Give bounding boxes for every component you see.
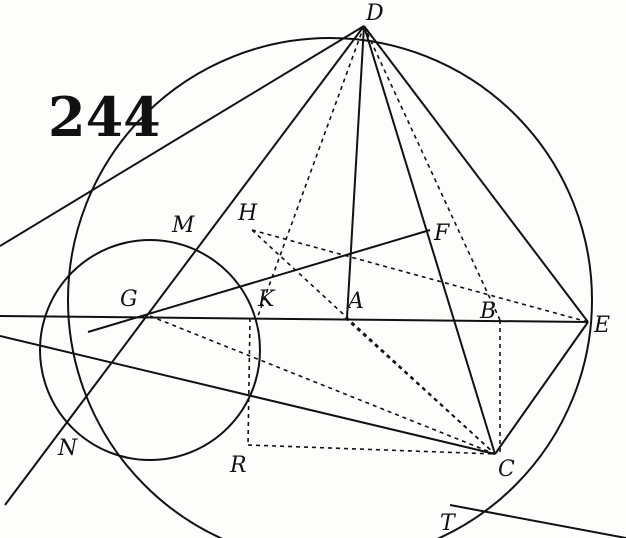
dash-K-R [247,317,251,446]
label-B: B [479,299,496,324]
line-D-A [346,25,365,319]
line-D-G-N [4,25,365,506]
large-circle [67,37,593,538]
line-T [449,504,626,538]
dash-D-K [257,25,365,317]
line-left-C [0,335,496,455]
small-circle [39,239,261,461]
line-G-F [87,229,431,333]
line-diameter [0,315,589,323]
label-D: D [365,1,384,26]
dash-D-B [363,25,501,321]
line-D-C [363,25,496,455]
dash-H-E [251,229,589,323]
label-K: K [257,287,276,312]
dash-R-C [247,444,496,455]
label-E: E [593,313,610,338]
line-D-left [0,25,365,247]
label-G: G [120,287,138,312]
line-D-E [363,25,589,323]
label-A: A [346,289,364,314]
label-T: T [440,511,457,536]
label-C: C [498,457,515,482]
figure-number: 244 [48,85,161,149]
label-F: F [433,221,450,246]
label-H: H [237,201,258,226]
label-N: N [57,436,78,461]
dash-G-C [149,315,496,455]
label-M: M [171,213,195,238]
label-R: R [229,453,247,478]
dash-C-E [494,321,589,455]
dash-A-C [344,317,496,455]
